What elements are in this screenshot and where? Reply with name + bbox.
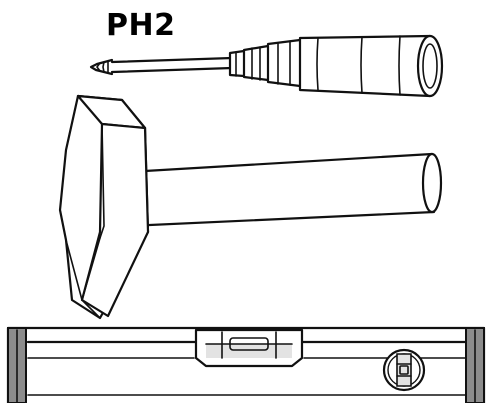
- level-end-cap-left: [7, 327, 27, 403]
- spirit-level-icon: [6, 326, 486, 403]
- screwdriver-tip: [89, 58, 114, 76]
- hammer-handle: [124, 152, 443, 228]
- level-vertical-vial: [382, 348, 426, 392]
- level-end-cap-right: [465, 327, 485, 403]
- phillips-screwdriver-icon: [89, 34, 444, 98]
- hammer-head: [58, 94, 150, 320]
- screwdriver-ferrule: [228, 38, 304, 88]
- screwdriver-size-label: PH2: [106, 8, 176, 43]
- screwdriver-handle: [298, 34, 444, 98]
- screwdriver-shaft: [110, 56, 234, 74]
- level-horizontal-vial: [194, 328, 304, 368]
- hammer-icon: [58, 94, 443, 320]
